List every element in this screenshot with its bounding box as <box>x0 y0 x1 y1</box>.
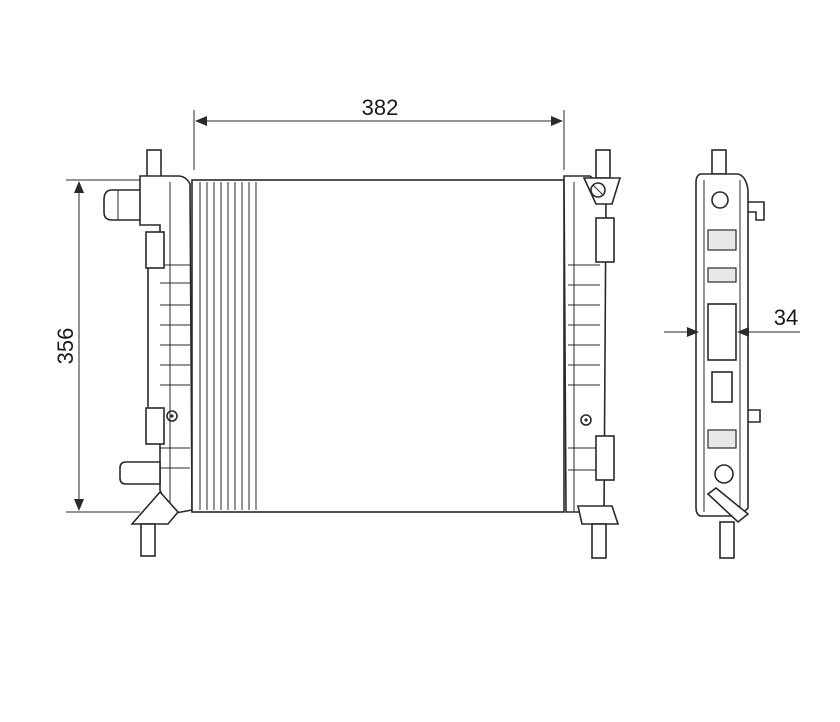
depth-dimension-label: 34 <box>774 305 798 330</box>
depth-dimension: 34 <box>664 305 800 337</box>
radiator-core <box>191 179 565 513</box>
height-dimension-label: 356 <box>53 328 78 365</box>
width-dimension-label: 382 <box>362 95 399 120</box>
radiator-front-view <box>103 149 622 559</box>
radiator-side-view <box>695 149 765 559</box>
right-tank-ribs <box>568 264 600 471</box>
core-fin-lines <box>199 182 257 510</box>
width-dimension: 382 <box>193 95 565 170</box>
left-tank-ribs <box>160 264 190 469</box>
height-dimension: 356 <box>53 179 140 513</box>
